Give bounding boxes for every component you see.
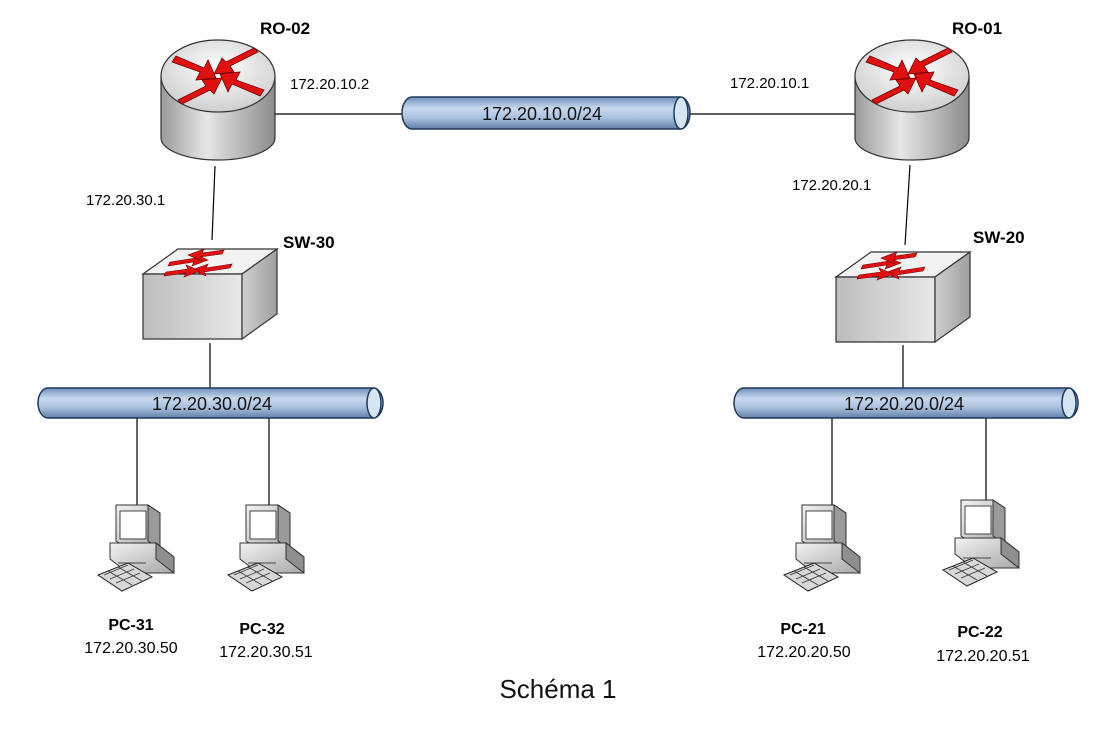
router-ro01-lan-ip: 172.20.20.1 — [792, 177, 871, 194]
router-ro02: RO-02 172.20.10.2 172.20.30.1 — [86, 19, 369, 209]
router-ro01: RO-01 172.20.10.1 172.20.20.1 — [730, 19, 1002, 194]
switch-sw30-name: SW-30 — [283, 233, 335, 252]
pc-22: PC-22 172.20.20.51 — [936, 499, 1030, 665]
pc-31-ip: 172.20.30.50 — [84, 640, 178, 657]
pc-icon — [942, 499, 1020, 587]
network-wan: 172.20.10.0/24 — [401, 96, 691, 130]
router-ro01-name: RO-01 — [952, 19, 1002, 38]
pc-21-ip: 172.20.20.50 — [757, 644, 851, 661]
pc-32-ip: 172.20.30.51 — [219, 644, 313, 661]
pc-22-name: PC-22 — [957, 624, 1002, 641]
pc-icon — [97, 504, 175, 592]
pc-32: PC-32 172.20.30.51 — [219, 504, 313, 661]
router-ro02-name: RO-02 — [260, 19, 310, 38]
pc-31: PC-31 172.20.30.50 — [84, 504, 178, 657]
router-icon — [160, 39, 276, 161]
router-ro01-wan-ip: 172.20.10.1 — [730, 75, 809, 92]
switch-sw20-name: SW-20 — [973, 228, 1025, 247]
switch-icon — [835, 251, 971, 343]
network-lan30: 172.20.30.0/24 — [37, 387, 384, 419]
link-ro02-sw30 — [211, 165, 216, 241]
network-lan20-label: 172.20.20.0/24 — [844, 394, 964, 414]
network-wan-label: 172.20.10.0/24 — [482, 104, 602, 124]
pc-icon — [783, 504, 861, 592]
switch-sw30: SW-30 — [142, 233, 335, 340]
network-lan30-label: 172.20.30.0/24 — [152, 394, 272, 414]
router-icon — [854, 39, 970, 161]
pc-21: PC-21 172.20.20.50 — [757, 504, 861, 661]
pc-32-name: PC-32 — [239, 621, 284, 638]
pc-icon — [227, 504, 305, 592]
router-ro02-lan-ip: 172.20.30.1 — [86, 192, 165, 209]
switch-sw20: SW-20 — [835, 228, 1025, 343]
pc-22-ip: 172.20.20.51 — [936, 648, 1030, 665]
switch-icon — [142, 248, 278, 340]
pc-31-name: PC-31 — [108, 617, 153, 634]
diagram-caption: Schéma 1 — [499, 674, 616, 704]
link-ro01-sw20 — [904, 164, 911, 246]
pc-21-name: PC-21 — [780, 621, 825, 638]
router-ro02-wan-ip: 172.20.10.2 — [290, 76, 369, 93]
network-lan20: 172.20.20.0/24 — [733, 387, 1079, 419]
